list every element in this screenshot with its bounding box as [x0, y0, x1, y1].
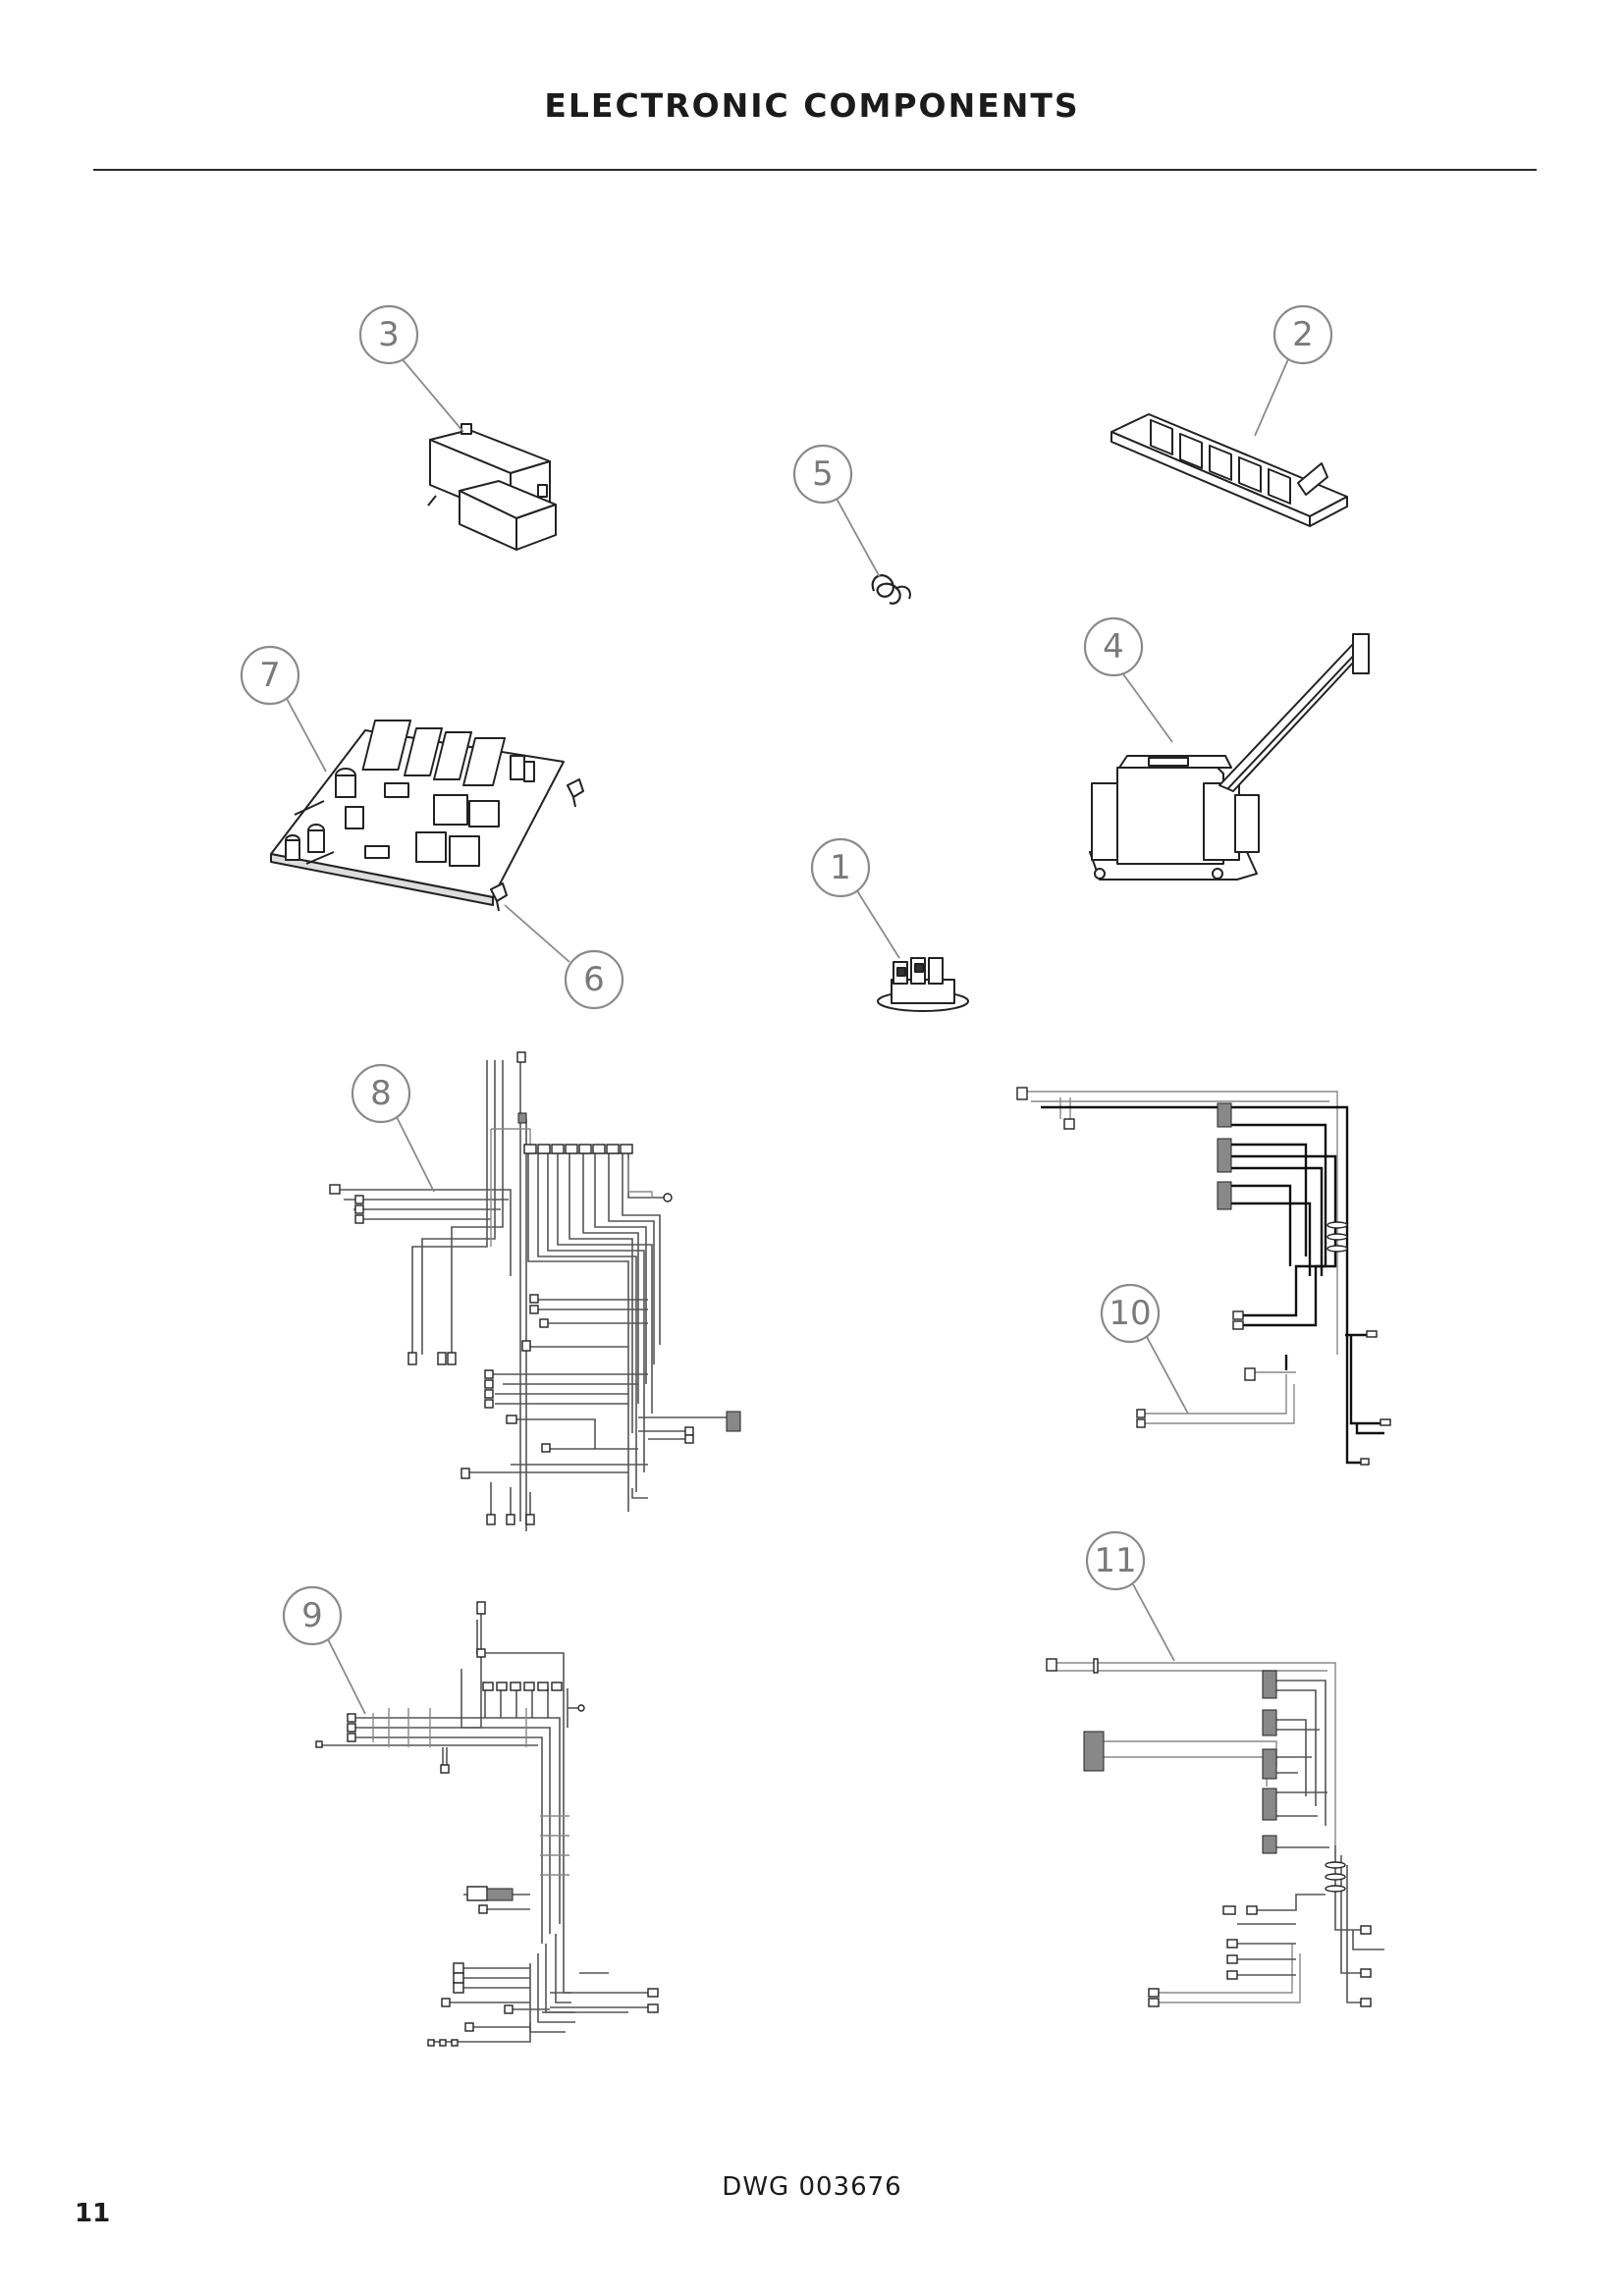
callout-8: 8	[351, 1063, 411, 1124]
svg-text:2: 2	[1292, 315, 1314, 354]
svg-text:10: 10	[1109, 1294, 1151, 1333]
callout-1: 1	[810, 837, 871, 898]
svg-text:3: 3	[378, 315, 400, 354]
svg-text:11: 11	[1094, 1541, 1136, 1580]
callout-5: 5	[792, 444, 853, 505]
callout-6: 6	[564, 949, 624, 1010]
svg-text:9: 9	[301, 1596, 323, 1635]
part-7-control-board	[270, 720, 565, 906]
svg-text:5: 5	[812, 454, 834, 494]
callout-11: 11	[1085, 1530, 1146, 1591]
callout-7: 7	[240, 645, 300, 706]
title-divider	[93, 169, 1537, 171]
callout-3: 3	[358, 304, 419, 365]
part-4-transformer	[1089, 633, 1370, 881]
svg-text:7: 7	[259, 656, 281, 695]
part-10-wiring-harness	[1016, 1087, 1391, 1466]
drawing-number: DWG 003676	[722, 2172, 902, 2202]
svg-text:4: 4	[1103, 627, 1124, 667]
callout-2: 2	[1272, 304, 1333, 365]
part-9-wiring-harness	[315, 1601, 659, 2047]
callout-4: 4	[1083, 616, 1144, 677]
part-8-wiring-harness	[329, 1051, 741, 1531]
part-6-standoffs	[490, 778, 584, 912]
page-title: ELECTRONIC COMPONENTS	[544, 86, 1080, 125]
svg-text:1: 1	[830, 848, 851, 887]
part-1-limit-switch	[877, 957, 969, 1012]
svg-text:8: 8	[370, 1074, 392, 1113]
svg-text:6: 6	[583, 960, 605, 999]
callout-9: 9	[282, 1585, 343, 1646]
part-3-relay	[427, 423, 557, 551]
part-5-spring-clip	[871, 574, 911, 605]
part-2-terminal-strip	[1110, 413, 1348, 527]
leader-lines	[284, 356, 1289, 1715]
callout-10: 10	[1100, 1283, 1161, 1344]
page-number: 11	[75, 2199, 111, 2228]
part-11-wiring-harness	[1046, 1658, 1384, 2007]
